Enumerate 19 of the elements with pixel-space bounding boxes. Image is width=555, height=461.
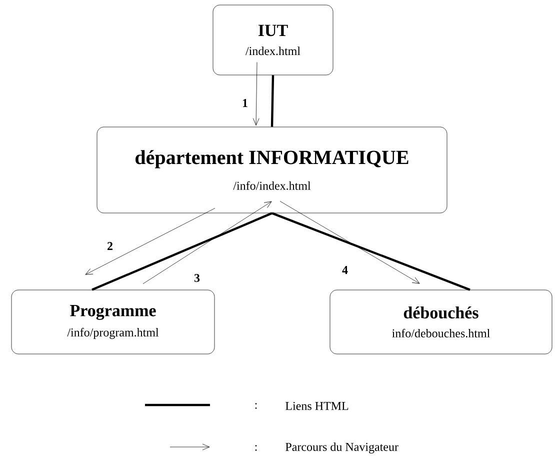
page-box: IUT /index.html — [212, 4, 334, 76]
step-number: 3 — [193, 272, 201, 284]
page-box: département INFORMATIQUE /info/index.html — [96, 126, 448, 214]
arrow — [280, 201, 420, 284]
separator-colon: : — [255, 445, 257, 451]
arrow — [252, 62, 260, 126]
step-number: 2 — [106, 241, 114, 251]
arrow — [142, 201, 272, 284]
step-number: 1 — [241, 98, 249, 108]
link-line — [270, 75, 274, 127]
legend-text: Liens HTML — [286, 402, 348, 410]
legend-text: Parcours du Navigateur — [286, 442, 398, 454]
link-line — [272, 212, 470, 291]
page-box: Programme /info/program.html — [11, 290, 215, 354]
separator-colon: : — [255, 403, 257, 409]
page-box: débouchés info/debouches.html — [330, 290, 552, 354]
link-line — [92, 212, 272, 291]
arrow — [85, 208, 216, 275]
step-number: 4 — [341, 265, 349, 275]
